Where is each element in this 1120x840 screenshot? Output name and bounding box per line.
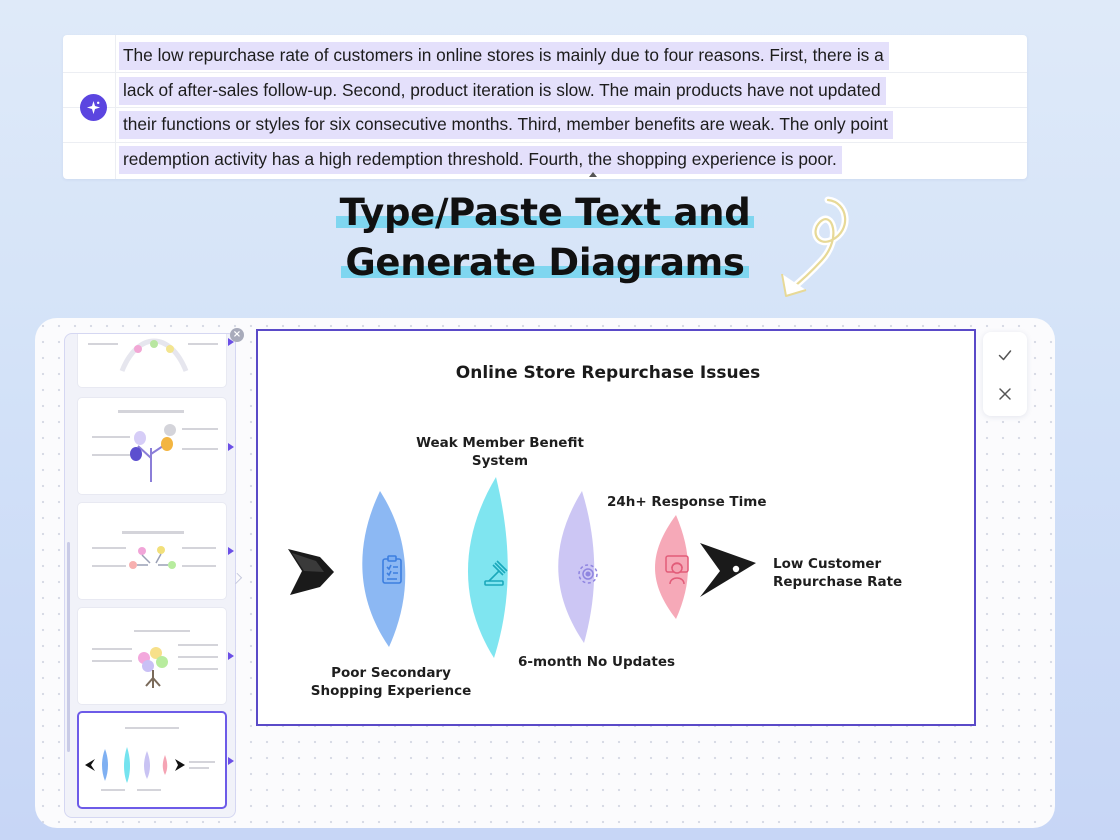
text-line: The low repurchase rate of customers in … [119, 42, 889, 70]
clipboard-icon [382, 555, 402, 584]
diagram-title: Online Store Repurchase Issues [455, 363, 761, 383]
template-thumbnail-selected[interactable] [77, 711, 227, 809]
diagram-canvas[interactable]: Online Store Repurchase Issues Weak Memb… [256, 329, 976, 726]
template-thumbnail[interactable] [77, 334, 227, 388]
label-no-updates: 6-month No Updates [518, 654, 676, 670]
arrow-head-shape [700, 543, 756, 597]
template-thumbnail[interactable] [77, 397, 227, 495]
text-line: lack of after-sales follow-up. Second, p… [119, 76, 886, 105]
fishbone-diagram [288, 477, 756, 658]
label-low-repurchase: Low Customer Repurchase Rate [773, 556, 903, 590]
headline-line: Type/Paste Text and [335, 191, 755, 234]
template-thumbnail-panel[interactable] [64, 333, 236, 818]
text-editor[interactable]: The low repurchase rate of customers in … [63, 35, 1027, 179]
label-weak-member-benefit: Weak Member Benefit System [416, 435, 584, 469]
customer-service-icon [665, 555, 689, 585]
editor-row-divider [63, 72, 1027, 73]
text-line: redemption activity has a high redemptio… [119, 145, 842, 174]
template-thumbnail[interactable] [77, 607, 227, 705]
text-line: their functions or styles for six consec… [119, 111, 893, 140]
diagram-action-panel [983, 332, 1027, 416]
template-thumbnail[interactable] [77, 502, 227, 600]
selected-text[interactable]: The low repurchase rate of customers in … [119, 38, 949, 176]
expand-arrow-icon[interactable] [228, 547, 234, 555]
curly-arrow-icon [781, 196, 849, 297]
expand-arrow-icon[interactable] [228, 338, 234, 346]
expand-arrow-icon[interactable] [228, 443, 234, 451]
sparkle-icon[interactable] [80, 94, 107, 121]
label-poor-shopping: Poor Secondary Shopping Experience [310, 665, 472, 699]
editor-row-divider [63, 107, 1027, 108]
petal-lavender [558, 491, 595, 643]
label-response-time: 24h+ Response Time [607, 494, 767, 510]
editor-row-divider [63, 142, 1027, 143]
editor-gutter [115, 35, 116, 179]
headline: Type/Paste Text and Generate Diagrams [300, 188, 790, 288]
scrollbar[interactable] [67, 542, 70, 752]
check-icon[interactable] [994, 344, 1016, 366]
petal-cyan [467, 477, 508, 658]
headline-line: Generate Diagrams [341, 241, 749, 284]
expand-arrow-icon[interactable] [228, 757, 234, 765]
gear-icon [578, 564, 598, 584]
gavel-icon [484, 560, 508, 586]
close-icon[interactable] [994, 383, 1016, 405]
caret-marker [589, 172, 597, 177]
expand-arrow-icon[interactable] [228, 652, 234, 660]
